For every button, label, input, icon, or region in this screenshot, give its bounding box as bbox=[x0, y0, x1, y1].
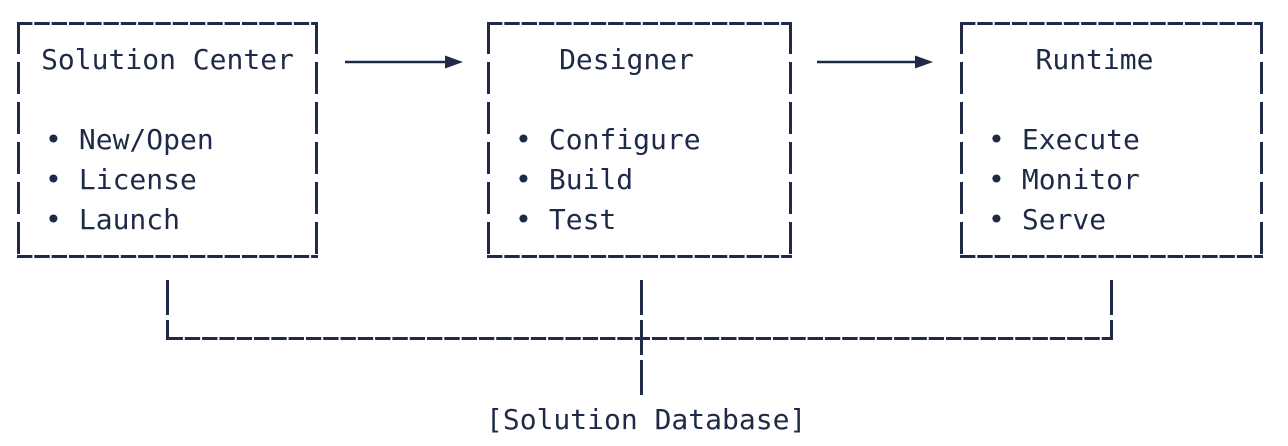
node-title: Runtime bbox=[1035, 43, 1154, 76]
list-item: • New/Open bbox=[17, 120, 318, 160]
solution-database-label: [Solution Database] bbox=[486, 403, 807, 436]
arrowhead-icon bbox=[915, 55, 933, 69]
bullet-icon: • bbox=[515, 203, 532, 236]
list-item-label: Configure bbox=[548, 123, 701, 156]
bullet-icon: • bbox=[515, 123, 532, 156]
flow-arrow-designer-to-runtime bbox=[817, 55, 933, 69]
node-item-list: • Execute • Monitor • Serve bbox=[960, 120, 1263, 240]
list-item: • Configure bbox=[487, 120, 792, 160]
list-item-label: Build bbox=[548, 163, 634, 196]
node-title: Designer bbox=[559, 43, 694, 76]
database-bus-connectors bbox=[166, 280, 1113, 398]
list-item-label: Launch bbox=[78, 203, 181, 236]
list-item: • Build bbox=[487, 160, 792, 200]
list-item: • Launch bbox=[17, 200, 318, 240]
bullet-icon: • bbox=[988, 203, 1005, 236]
list-item-label: Test bbox=[548, 203, 617, 236]
bullet-icon: • bbox=[45, 123, 62, 156]
list-item: • Monitor bbox=[960, 160, 1263, 200]
list-item-label: License bbox=[78, 163, 197, 196]
node-item-list: • Configure • Build • Test bbox=[487, 120, 792, 240]
list-item: • Serve bbox=[960, 200, 1263, 240]
node-runtime: Runtime • Execute • Monitor • Serve bbox=[960, 22, 1263, 258]
node-solution-center: Solution Center • New/Open • License • Laun… bbox=[17, 22, 318, 258]
list-item-label: New/Open bbox=[78, 123, 214, 156]
list-item: • Test bbox=[487, 200, 792, 240]
list-item-label: Monitor bbox=[1021, 163, 1140, 196]
bullet-icon: • bbox=[988, 163, 1005, 196]
box-border-designer bbox=[487, 22, 792, 258]
node-item-list: • New/Open • License • Launch bbox=[17, 120, 318, 240]
bullet-icon: • bbox=[988, 123, 1005, 156]
flow-arrow-solution-center-to-designer bbox=[345, 55, 463, 69]
node-title: Solution Center bbox=[41, 43, 294, 76]
bullet-icon: • bbox=[515, 163, 532, 196]
node-designer: Designer • Configure • Build • Test bbox=[487, 22, 792, 258]
list-item-label: Serve bbox=[1021, 203, 1107, 236]
bullet-icon: • bbox=[45, 163, 62, 196]
arrowhead-icon bbox=[445, 55, 463, 69]
list-item-label: Execute bbox=[1021, 123, 1140, 156]
box-border-runtime bbox=[960, 22, 1263, 258]
box-border-solution-center bbox=[17, 22, 318, 258]
list-item: • Execute bbox=[960, 120, 1263, 160]
bullet-icon: • bbox=[45, 203, 62, 236]
list-item: • License bbox=[17, 160, 318, 200]
